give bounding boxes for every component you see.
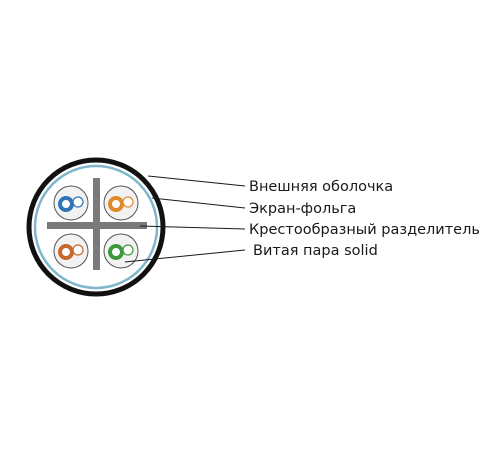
cross-separator-vertical — [93, 178, 100, 270]
pair-orange-striped-conductor — [122, 196, 134, 208]
pair-blue-striped-conductor — [72, 196, 84, 208]
callout-labels: Внешняя оболочка Экран-фольга Крестообра… — [249, 179, 480, 259]
leader-line-outer-jacket — [147, 175, 246, 187]
pair-blue-colored-conductor — [58, 196, 74, 212]
pair-brown-striped-conductor — [72, 244, 84, 256]
label-cross-separator: Крестообразный разделитель — [249, 222, 480, 238]
cable-cross-section — [26, 157, 166, 297]
pair-orange-colored-conductor — [108, 196, 124, 212]
pair-green-striped-conductor — [122, 244, 134, 256]
pair-green — [103, 233, 139, 269]
label-outer-jacket: Внешняя оболочка — [249, 179, 393, 195]
pair-brown-colored-conductor — [58, 244, 74, 260]
label-foil-shield: Экран-фольга — [249, 201, 356, 217]
label-twisted-pair: Витая пара solid — [253, 243, 378, 259]
pair-brown — [53, 233, 89, 269]
cross-separator — [47, 178, 147, 270]
leader-line-cross-separator — [139, 225, 246, 230]
pair-orange — [103, 185, 139, 221]
leader-line-foil-shield — [151, 197, 246, 209]
pair-blue — [53, 185, 89, 221]
leader-lines — [124, 175, 246, 263]
pair-green-colored-conductor — [108, 244, 124, 260]
twisted-pairs — [53, 185, 139, 269]
leader-line-twisted-pair — [124, 249, 246, 263]
